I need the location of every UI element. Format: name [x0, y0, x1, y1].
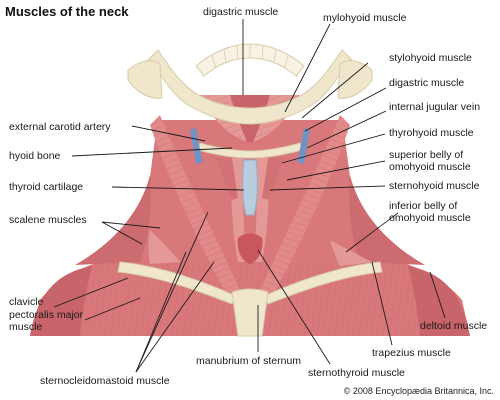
- omohyoid-inferior-right: [330, 240, 372, 266]
- label-digastric-top: digastric muscle: [203, 6, 279, 18]
- label-sternocleidomastoid: sternocleidomastoid muscle: [40, 375, 170, 387]
- label-inferior-omohyoid-1: inferior belly of: [389, 200, 458, 212]
- thyroid-gland: [237, 233, 263, 264]
- label-digastric-right: digastric muscle: [389, 77, 465, 89]
- copyright-notice: © 2008 Encyclopædia Britannica, Inc.: [343, 386, 494, 396]
- mastoid-right: [337, 60, 373, 99]
- label-thyroid-cartilage: thyroid cartilage: [9, 181, 84, 193]
- mandible: [147, 49, 353, 125]
- label-trapezius: trapezius muscle: [372, 347, 451, 359]
- label-sternohyoid: sternohyoid muscle: [389, 180, 480, 192]
- label-inferior-omohyoid-2: omohyoid muscle: [389, 212, 471, 224]
- label-mylohyoid: mylohyoid muscle: [323, 12, 407, 24]
- manubrium: [231, 288, 269, 337]
- label-manubrium: manubrium of sternum: [196, 355, 302, 367]
- label-clavicle: clavicle: [9, 296, 44, 308]
- label-external-carotid: external carotid artery: [9, 121, 111, 133]
- internal-jugular-left: [190, 128, 203, 164]
- label-pectoralis-1: pectoralis major: [9, 309, 84, 321]
- deltoid-left: [30, 266, 92, 336]
- trapezius-right: [349, 175, 425, 265]
- label-superior-omohyoid-1: superior belly of: [389, 149, 464, 161]
- trapezius-left: [75, 175, 151, 265]
- thyroid-cartilage: [242, 159, 258, 216]
- label-sternothyroid: sternothyroid muscle: [308, 367, 405, 379]
- teeth: [195, 43, 305, 77]
- label-hyoid-bone: hyoid bone: [9, 150, 61, 162]
- label-internal-jugular: internal jugular vein: [389, 101, 481, 113]
- mastoid-left: [127, 60, 163, 99]
- label-superior-omohyoid-2: omohyoid muscle: [389, 161, 471, 173]
- label-scalene: scalene muscles: [9, 214, 87, 226]
- diagram-title: Muscles of the neck: [5, 4, 129, 19]
- leader-lines: [53, 19, 446, 373]
- label-deltoid: deltoid muscle: [420, 320, 488, 332]
- scalene-left: [148, 230, 180, 264]
- internal-jugular-right: [297, 128, 310, 164]
- label-thyrohyoid: thyrohyoid muscle: [389, 127, 474, 139]
- label-pectoralis-2: muscle: [9, 321, 43, 333]
- label-stylohyoid: stylohyoid muscle: [389, 52, 472, 64]
